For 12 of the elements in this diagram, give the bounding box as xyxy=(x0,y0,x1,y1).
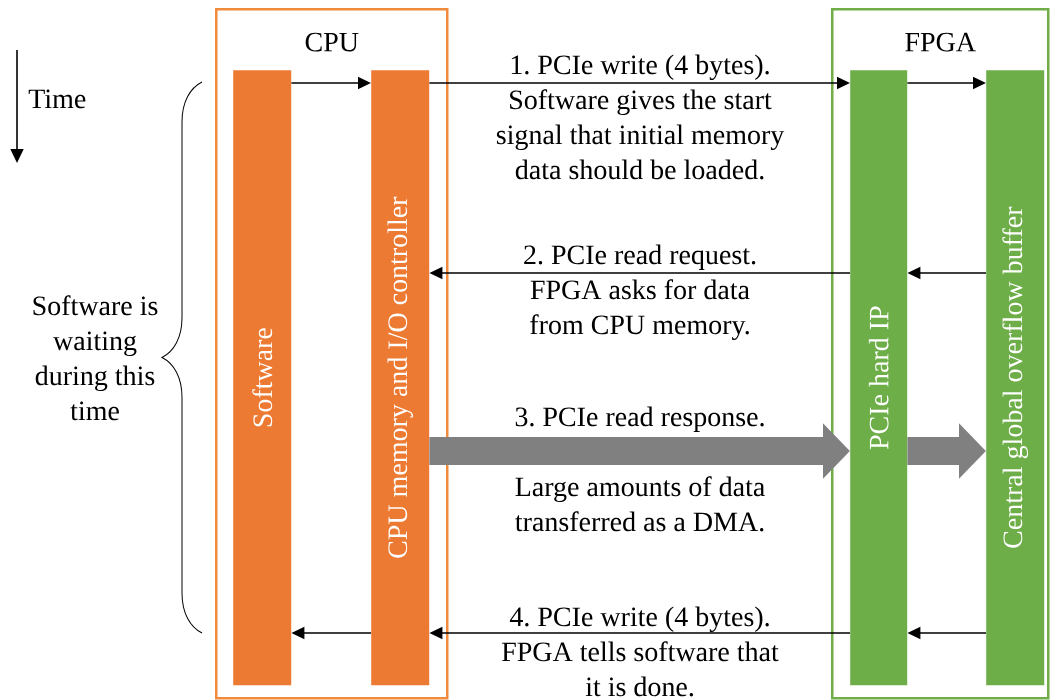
lifeline-bar: PCIe hard IP xyxy=(850,70,908,686)
edge-label: 1. PCIe write (4 bytes). Software gives the start signal that initial memory data should be loaded. xyxy=(496,54,785,180)
axis-label: Time xyxy=(28,89,86,109)
lifeline-bar: CPU memory and I/O controller xyxy=(371,70,430,686)
edge-label: 4. PCIe write (4 bytes). FPGA tells software that it is done. xyxy=(502,606,779,697)
edge-label: 2. PCIe read request. FPGA asks for data from CPU memory. xyxy=(524,244,756,341)
note-text: Software is waiting during this time xyxy=(33,295,158,421)
note-text: Large amounts of data transferred as a DMA. xyxy=(515,476,765,532)
node-label: Central global overflow buffer xyxy=(1002,206,1029,548)
lifeline-bar: Software xyxy=(233,70,292,686)
edge-label: 3. PCIe read response. xyxy=(515,406,764,432)
lifeline-bar: Central global overflow buffer xyxy=(986,70,1045,686)
